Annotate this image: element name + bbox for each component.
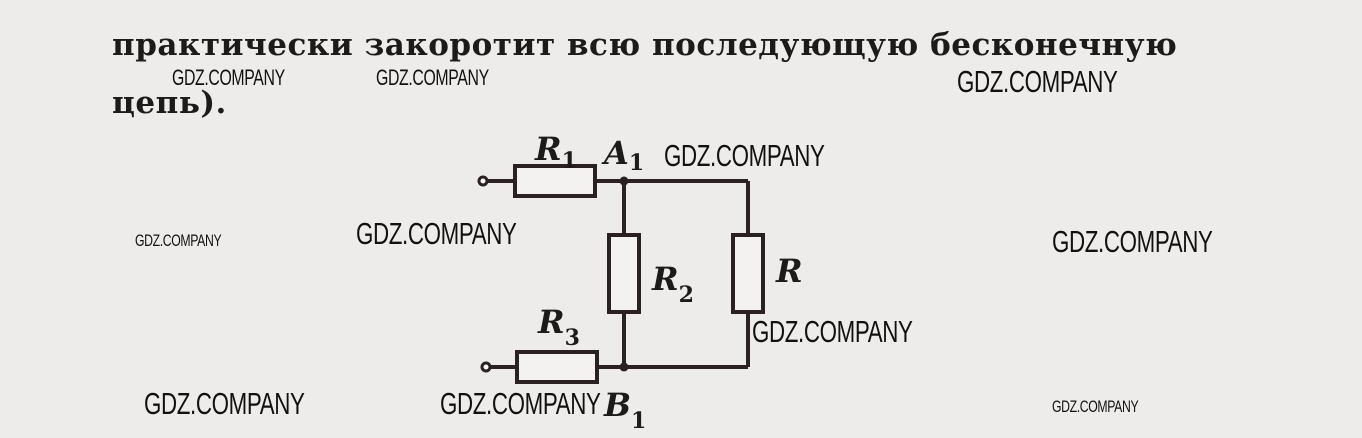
svg-text:A1: A1	[601, 134, 644, 176]
watermark: GDZ.COMPANY	[356, 216, 517, 251]
watermark: GDZ.COMPANY	[144, 386, 305, 421]
terminal-bottom	[480, 361, 492, 373]
text-line-1: практически закоротит всю последующую бе…	[112, 27, 1178, 63]
svg-text:R3: R3	[537, 303, 580, 351]
resistor-r3	[515, 350, 599, 384]
watermark: GDZ.COMPANY	[664, 138, 825, 173]
svg-text:B1: B1	[603, 386, 646, 434]
watermark: GDZ.COMPANY	[957, 64, 1118, 99]
watermark: GDZ.COMPANY	[752, 314, 913, 349]
label-node-a: A	[601, 134, 629, 172]
label-r1-sub: 1	[562, 148, 577, 174]
watermark: GDZ.COMPANY	[1052, 224, 1213, 259]
resistor-r1	[513, 164, 597, 198]
label-node-b-sub: 1	[631, 408, 646, 434]
node-a-dot	[619, 176, 629, 186]
watermark: GDZ.COMPANY	[172, 65, 285, 90]
label-r1: R	[534, 130, 562, 168]
resistor-r	[731, 233, 765, 314]
label-r2: R	[651, 260, 679, 298]
watermark: GDZ.COMPANY	[440, 386, 601, 421]
label-r3: R	[537, 303, 565, 341]
label-r2-sub: 2	[679, 282, 694, 308]
svg-text:R1: R1	[534, 130, 577, 174]
node-b-dot	[619, 362, 629, 372]
label-r3-sub: 3	[565, 325, 580, 351]
resistor-r2	[607, 233, 641, 314]
watermark: GDZ.COMPANY	[376, 65, 489, 90]
terminal-top	[477, 175, 489, 187]
label-node-b: B	[603, 386, 631, 424]
svg-text:R2: R2	[651, 260, 694, 308]
label-node-a-sub: 1	[629, 150, 644, 176]
watermark: GDZ.COMPANY	[135, 231, 222, 250]
label-r: R	[775, 252, 803, 290]
text-line-2: цепь).	[112, 85, 227, 121]
watermark: GDZ.COMPANY	[1052, 397, 1139, 416]
